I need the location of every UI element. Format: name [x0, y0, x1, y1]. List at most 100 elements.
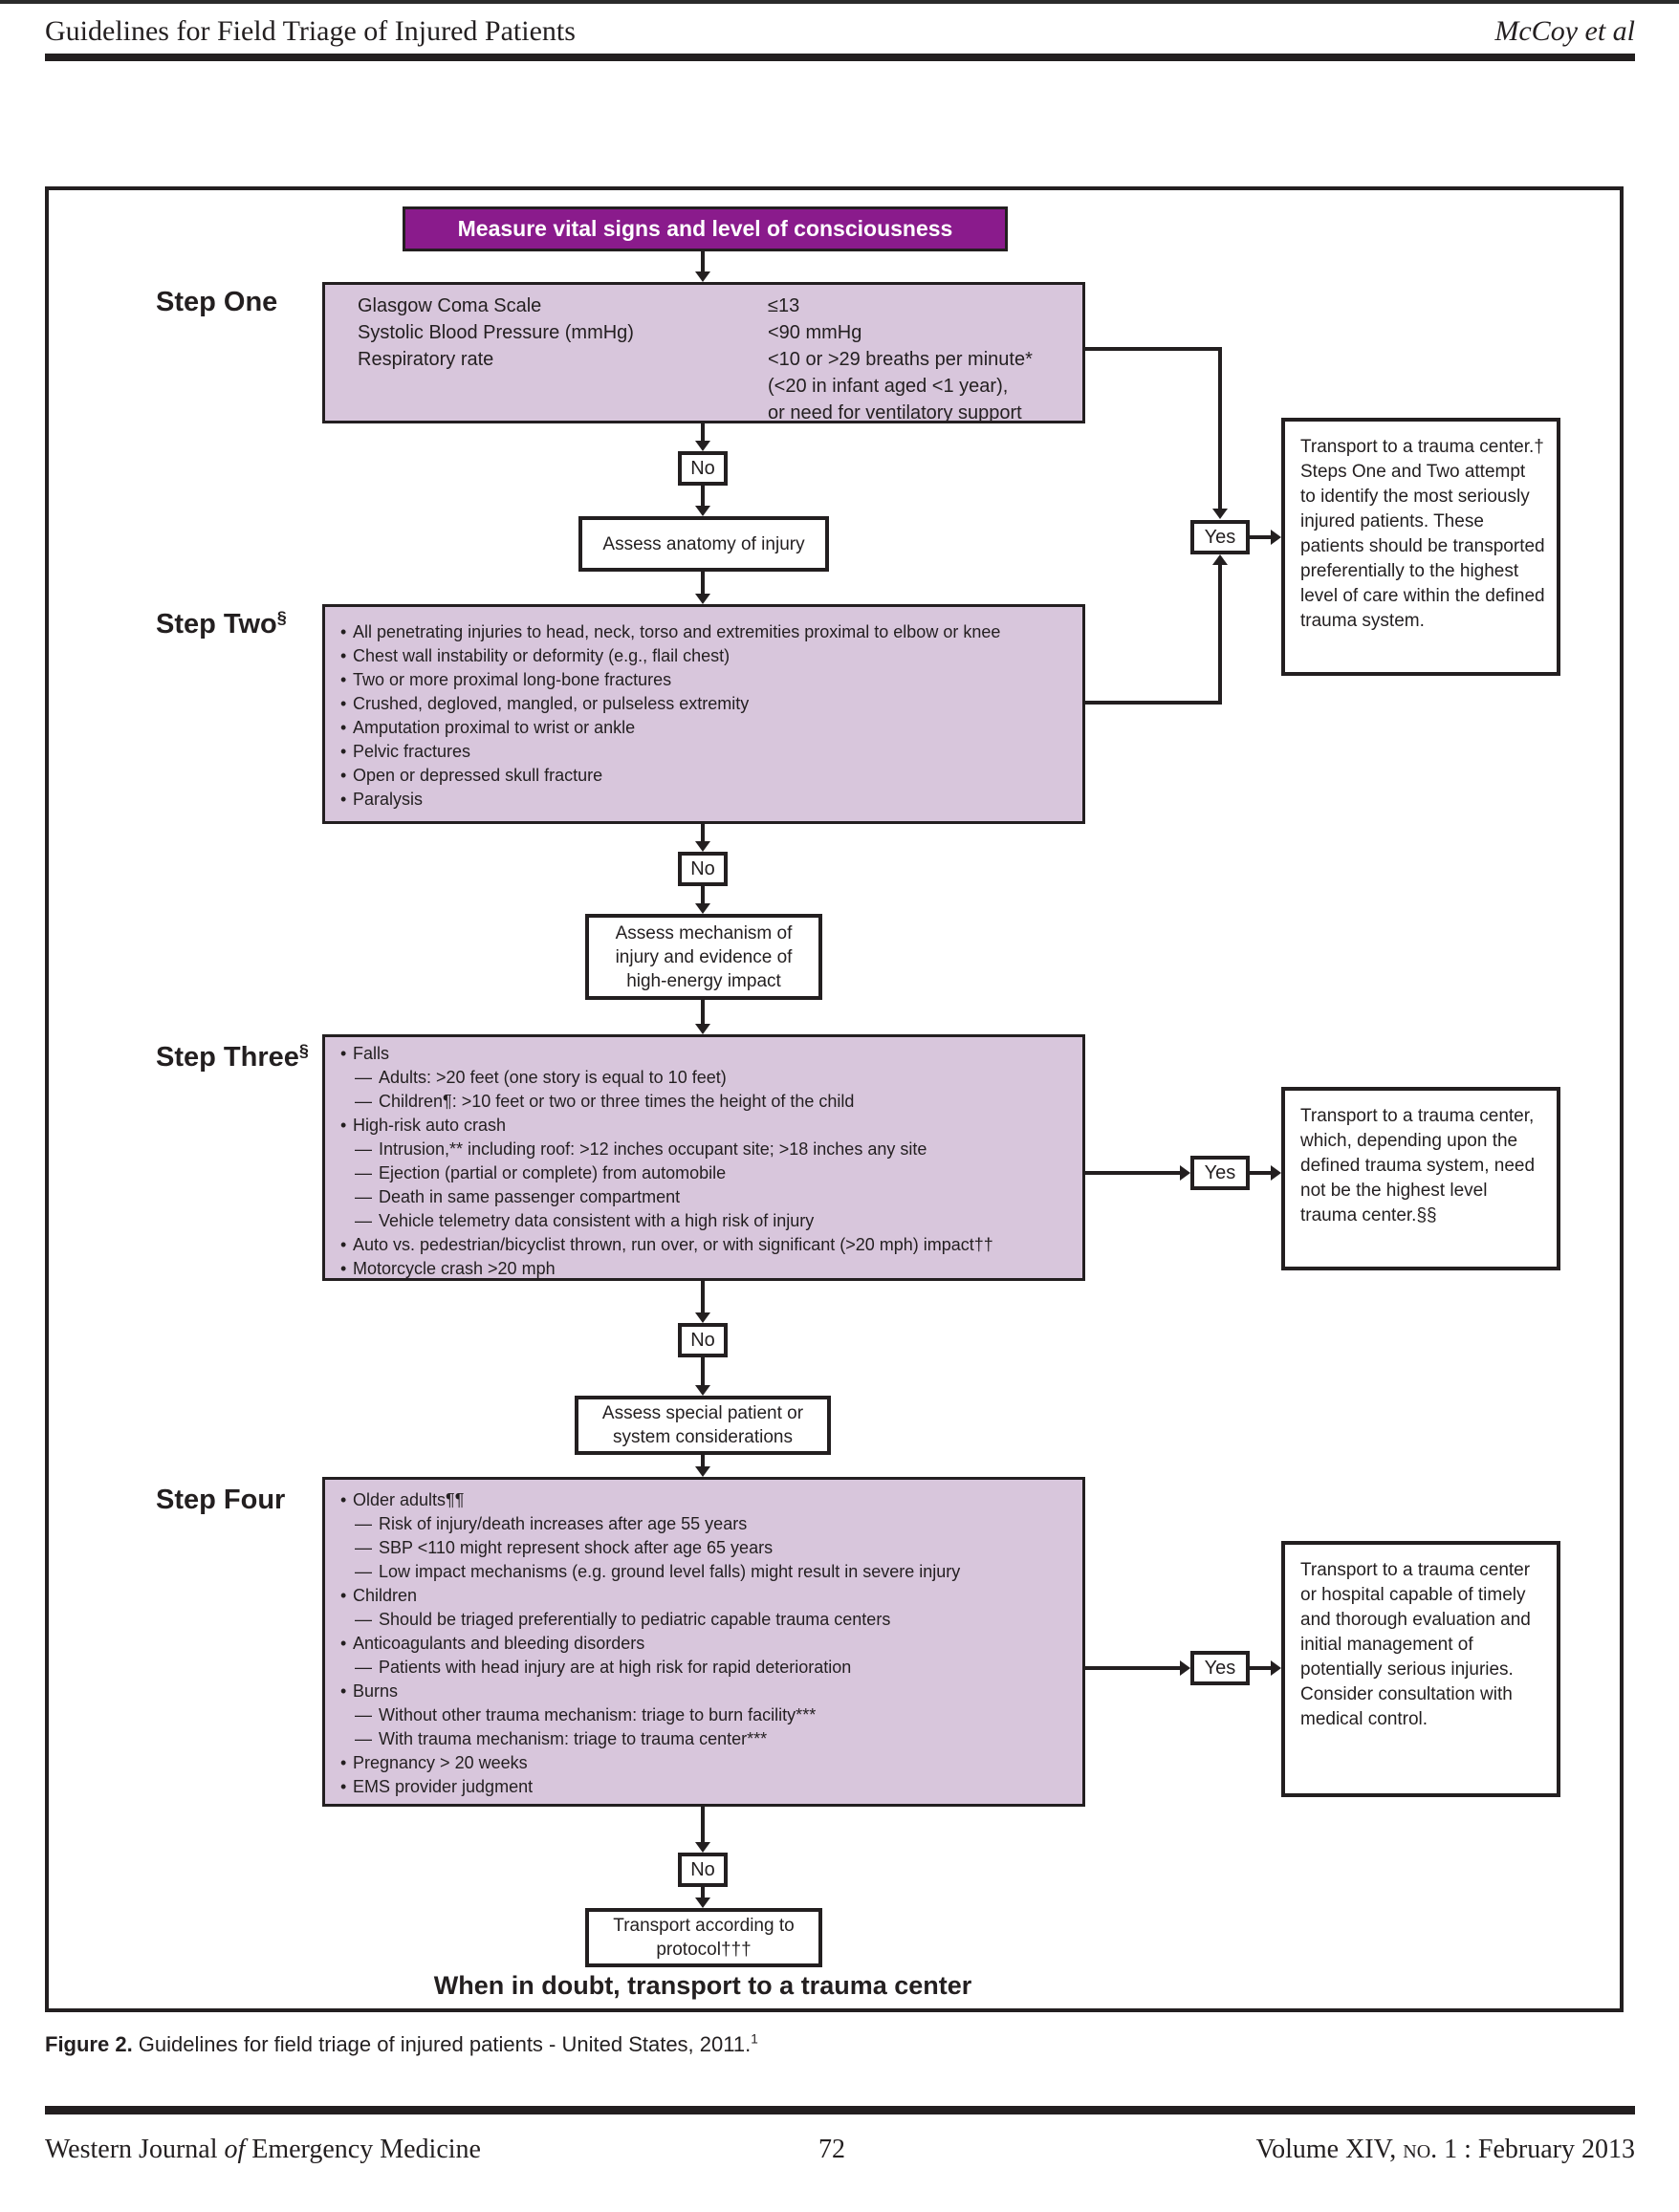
figure-caption: Figure 2. Guidelines for field triage of… — [45, 2032, 758, 2057]
bullet-marker: • — [340, 1116, 347, 1135]
connector-line — [1085, 701, 1222, 705]
list-item: •EMS provider judgment — [338, 1775, 1075, 1799]
connector-line — [701, 824, 705, 843]
list-item: (<20 in infant aged <1 year), — [768, 376, 1009, 397]
connector-line — [701, 886, 705, 905]
list-item-text: Crushed, degloved, mangled, or pulseless… — [353, 694, 750, 713]
list-item-text: High-risk auto crash — [353, 1116, 507, 1135]
list-item: — With trauma mechanism: triage to trauma… — [338, 1727, 1075, 1751]
list-item: • Open or depressed skull fracture — [338, 764, 1075, 788]
flowchart-title-bar: Measure vital signs and level of conscio… — [403, 206, 1008, 251]
bullet-marker: • — [340, 1777, 347, 1796]
list-item: —Risk of injury/death increases after ag… — [338, 1512, 1075, 1536]
arrowhead-down — [695, 594, 710, 604]
list-item-text: Pelvic fractures — [353, 742, 471, 761]
arrowhead-down — [695, 506, 710, 516]
step-two-box: • All penetrating injuries to head, neck,… — [322, 604, 1085, 824]
list-item-text: Older adults¶¶ — [353, 1490, 465, 1509]
connector-line — [1250, 535, 1271, 539]
no-box-3: No — [678, 1323, 728, 1357]
list-item: <90 mmHg — [768, 322, 862, 343]
list-item: •Motorcycle crash >20 mph — [338, 1257, 1075, 1281]
list-item-text: Auto vs. pedestrian/bicyclist thrown, ru… — [353, 1235, 993, 1254]
bullet-marker: • — [340, 1681, 347, 1701]
assess-anatomy-box: Assess anatomy of injury — [578, 516, 829, 572]
step-two-label: Step Two§ — [156, 607, 287, 640]
list-item-text: Pregnancy > 20 weeks — [353, 1753, 528, 1772]
list-item: —Without other trauma mechanism: triage … — [338, 1703, 1075, 1727]
footer-journal-of: of — [224, 2135, 246, 2164]
figure-caption-text: Guidelines for field triage of injured p… — [132, 2032, 752, 2056]
running-header-title: Guidelines for Field Triage of Injured P… — [45, 15, 576, 47]
connector-line — [1250, 1171, 1271, 1175]
bullet-marker: • — [340, 1753, 347, 1772]
list-item-text: All penetrating injuries to head, neck, … — [353, 622, 1001, 641]
bullet-marker: • — [340, 718, 347, 737]
list-item: —SBP <110 might represent shock after ag… — [338, 1536, 1075, 1560]
page-top-edge — [0, 0, 1679, 4]
list-item-text: Open or depressed skull fracture — [353, 766, 603, 785]
list-item-text: Children — [353, 1586, 418, 1605]
list-item-text: Low impact mechanisms (e.g. ground level… — [379, 1562, 961, 1581]
arrowhead-down — [695, 841, 710, 852]
list-item: •Amputation proximal to wrist or ankle — [338, 716, 1075, 740]
list-item: — Adults: >20 feet (one story is equal to… — [338, 1066, 1075, 1090]
list-item: —Low impact mechanisms (e.g. ground leve… — [338, 1560, 1075, 1584]
step-three-sup: § — [298, 1040, 309, 1060]
assess-special-box: Assess special patient or system conside… — [575, 1396, 831, 1455]
transport-outcome-box-3: Transport to a trauma center or hospital… — [1281, 1541, 1560, 1797]
list-item-text: Patients with head injury are at high ri… — [379, 1658, 852, 1677]
bullet-marker: • — [340, 694, 347, 713]
yes-box-1: Yes — [1190, 520, 1250, 554]
list-item-text: Two or more proximal long-bone fractures — [353, 670, 672, 689]
connector-line — [1218, 565, 1222, 705]
step-one-values: ≤13<90 mmHg<10 or >29 breaths per minute… — [768, 293, 1033, 426]
list-item-text: Chest wall instability or deformity (e.g… — [353, 646, 730, 665]
step-three-label: Step Three§ — [156, 1040, 309, 1073]
bullet-marker: • — [340, 742, 347, 761]
dash-marker: — — [355, 1068, 372, 1087]
list-item: •Chest wall instability or deformity (e.… — [338, 644, 1075, 668]
bullet-marker: • — [340, 1235, 347, 1254]
list-item-text: Vehicle telemetry data consistent with a… — [379, 1211, 815, 1230]
list-item: — Patients with head injury are at high r… — [338, 1656, 1075, 1680]
list-item: •Two or more proximal long-bone fracture… — [338, 668, 1075, 692]
dash-marker: — — [355, 1538, 372, 1557]
connector-line — [701, 1000, 705, 1025]
list-item-text: Adults: >20 feet (one story is equal to … — [379, 1068, 727, 1087]
bullet-marker: • — [340, 1259, 347, 1278]
dash-marker: — — [355, 1705, 372, 1724]
connector-line — [1250, 1666, 1271, 1670]
figure-caption-label: Figure 2. — [45, 2032, 133, 2056]
dash-marker: — — [355, 1658, 372, 1677]
list-item: • Older adults¶¶ — [338, 1488, 1075, 1512]
arrowhead-right — [1180, 1165, 1190, 1181]
dash-marker: — — [355, 1729, 372, 1748]
footer-volume-no: no — [1403, 2135, 1431, 2164]
when-in-doubt-note: When in doubt, transport to a trauma cen… — [433, 1971, 972, 2000]
list-item-text: Falls — [353, 1044, 390, 1063]
bullet-marker: • — [340, 1490, 347, 1509]
arrowhead-down — [695, 1466, 710, 1477]
list-item: —Death in same passenger compartment — [338, 1185, 1075, 1209]
step-one-label: Step One — [156, 287, 278, 317]
connector-line — [1085, 1666, 1180, 1670]
transport-protocol-box: Transport according to protocol††† — [585, 1908, 822, 1967]
list-item-text: Paralysis — [353, 790, 424, 809]
arrowhead-down — [695, 1842, 710, 1853]
no-box-4: No — [678, 1853, 728, 1887]
flowchart-title: Measure vital signs and level of conscio… — [457, 216, 953, 241]
arrowhead-down — [695, 903, 710, 914]
list-item-text: With trauma mechanism: triage to trauma … — [379, 1729, 768, 1748]
connector-line — [701, 572, 705, 595]
figure-caption-ref: 1 — [751, 2031, 758, 2047]
footer-page-number: 72 — [818, 2135, 845, 2164]
bullet-marker: • — [340, 766, 347, 785]
list-item: Systolic Blood Pressure (mmHg) — [358, 322, 634, 343]
header-rule — [45, 54, 1635, 61]
footer-volume: Volume XIV, no. 1 : February 2013 — [1255, 2135, 1635, 2164]
step-three-box: • Falls — Adults: >20 feet (one story is eq… — [322, 1034, 1085, 1281]
list-item: •Paralysis — [338, 788, 1075, 812]
list-item: ≤13 — [768, 295, 800, 316]
